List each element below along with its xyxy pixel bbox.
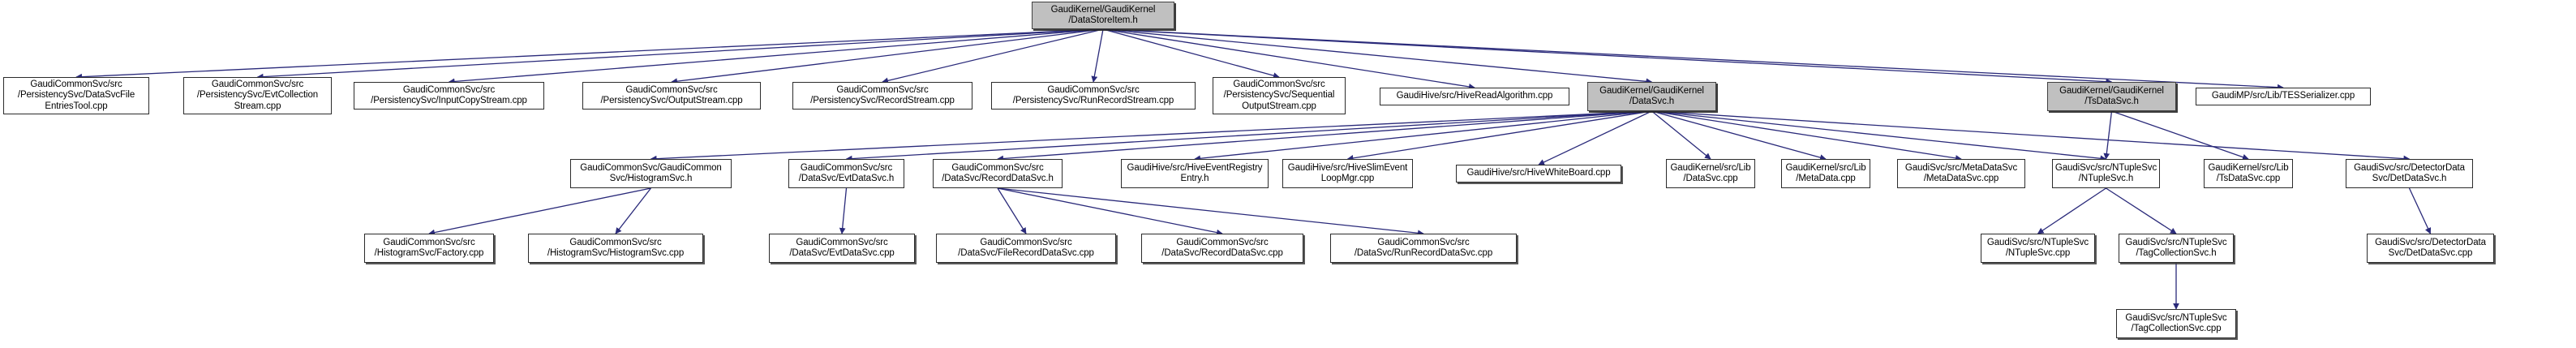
graph-edge [2106, 187, 2177, 234]
graph-node[interactable]: GaudiKernel/GaudiKernel /DataSvc.h [1587, 82, 1716, 111]
graph-node[interactable]: GaudiCommonSvc/src /DataSvc/RecordDataSv… [933, 159, 1063, 188]
graph-edge [845, 110, 1652, 162]
graph-node[interactable]: GaudiHive/src/HiveEventRegistry Entry.h [1121, 159, 1269, 188]
graph-node[interactable]: GaudiMP/src/Lib/TESSerializer.cpp [2196, 88, 2371, 105]
graph-node[interactable]: GaudiCommonSvc/src /PersistencySvc/Input… [354, 82, 544, 110]
graph-edge [2408, 187, 2432, 234]
graph-node[interactable]: GaudiCommonSvc/src /DataSvc/FileRecordDa… [936, 234, 1116, 263]
graph-node[interactable]: GaudiCommonSvc/src /PersistencySvc/RunRe… [991, 82, 1196, 110]
graph-node[interactable]: GaudiCommonSvc/src /HistogramSvc/Histogr… [528, 234, 703, 263]
graph-edge [997, 187, 1223, 236]
graph-node[interactable]: GaudiCommonSvc/src /DataSvc/RecordDataSv… [1141, 234, 1303, 263]
graph-edge [839, 187, 848, 234]
graph-edge [256, 28, 1104, 80]
graph-node[interactable]: GaudiCommonSvc/src /PersistencySvc/Seque… [1213, 77, 1346, 114]
graph-edge [650, 110, 1652, 162]
graph-edge [1102, 28, 2113, 85]
graph-edge [1102, 28, 1653, 85]
graph-node[interactable]: GaudiCommonSvc/src /DataSvc/RunRecordDat… [1330, 234, 1517, 263]
graph-edge [1651, 110, 1962, 161]
graph-edge [1651, 110, 2107, 162]
graph-node[interactable]: GaudiHive/src/HiveReadAlgorithm.cpp [1380, 88, 1569, 105]
graph-node[interactable]: GaudiSvc/src/NTupleSvc /TagCollectionSvc… [2119, 234, 2234, 263]
graph-node[interactable]: GaudiHive/src/HiveWhiteBoard.cpp [1456, 165, 1621, 183]
graph-node[interactable]: GaudiSvc/src/MetaDataSvc /MetaDataSvc.cp… [1897, 159, 2025, 188]
graph-node[interactable]: GaudiSvc/src/NTupleSvc /NTupleSvc.h [2052, 159, 2160, 188]
graph-node[interactable]: GaudiKernel/src/Lib /DataSvc.cpp [1666, 159, 1755, 188]
graph-edge [997, 110, 1652, 162]
graph-edge [1651, 110, 1827, 161]
graph-node[interactable]: GaudiKernel/GaudiKernel /TsDataSvc.h [2047, 82, 2176, 111]
graph-edge [882, 28, 1104, 84]
graph-node[interactable]: GaudiSvc/src/DetectorData Svc/DetDataSvc… [2346, 159, 2473, 188]
graph-edge [2103, 110, 2113, 160]
graph-edge [448, 28, 1104, 85]
graph-node[interactable]: GaudiSvc/src/NTupleSvc /TagCollectionSvc… [2116, 309, 2236, 338]
graph-edge [1651, 110, 1711, 160]
graph-edge [428, 187, 651, 236]
graph-node[interactable]: GaudiCommonSvc/src /PersistencySvc/Recor… [792, 82, 972, 110]
graph-edge [1091, 28, 1104, 83]
graph-edge [1102, 28, 1280, 79]
graph-node[interactable]: GaudiCommonSvc/src /HistogramSvc/Factory… [364, 234, 494, 263]
graph-node[interactable]: GaudiSvc/src/DetectorData Svc/DetDataSvc… [2367, 234, 2494, 263]
graph-edge [2111, 110, 2249, 161]
graph-node[interactable]: GaudiCommonSvc/src /DataSvc/EvtDataSvc.h [788, 159, 904, 188]
graph-node[interactable]: GaudiCommonSvc/src /PersistencySvc/DataS… [3, 77, 149, 114]
graph-edge [615, 187, 652, 234]
graph-node[interactable]: GaudiCommonSvc/src /PersistencySvc/EvtCo… [183, 77, 332, 114]
graph-node[interactable]: GaudiCommonSvc/src /PersistencySvc/Outpu… [582, 82, 761, 110]
graph-node[interactable]: GaudiKernel/src/Lib /MetaData.cpp [1781, 159, 1870, 188]
graph-edge [671, 28, 1104, 85]
graph-edge [1346, 110, 1652, 161]
graph-node[interactable]: GaudiCommonSvc/src /DataSvc/EvtDataSvc.c… [769, 234, 915, 263]
graph-node[interactable]: GaudiCommonSvc/GaudiCommon Svc/Histogram… [570, 159, 732, 188]
graph-edge [2037, 187, 2106, 234]
graph-edge [1538, 110, 1652, 165]
graph-edge [75, 28, 1104, 80]
graph-node[interactable]: GaudiKernel/GaudiKernel /DataStoreItem.h [1032, 2, 1174, 29]
graph-edge [1194, 110, 1652, 162]
graph-edge [997, 187, 1027, 234]
graph-node[interactable]: GaudiHive/src/HiveSlimEvent LoopMgr.cpp [1282, 159, 1413, 188]
graph-edge [997, 187, 1424, 237]
graph-node[interactable]: GaudiSvc/src/NTupleSvc /NTupleSvc.cpp [1981, 234, 2095, 263]
graph-node[interactable]: GaudiKernel/src/Lib /TsDataSvc.cpp [2204, 159, 2293, 188]
graph-edge [1651, 110, 2411, 162]
